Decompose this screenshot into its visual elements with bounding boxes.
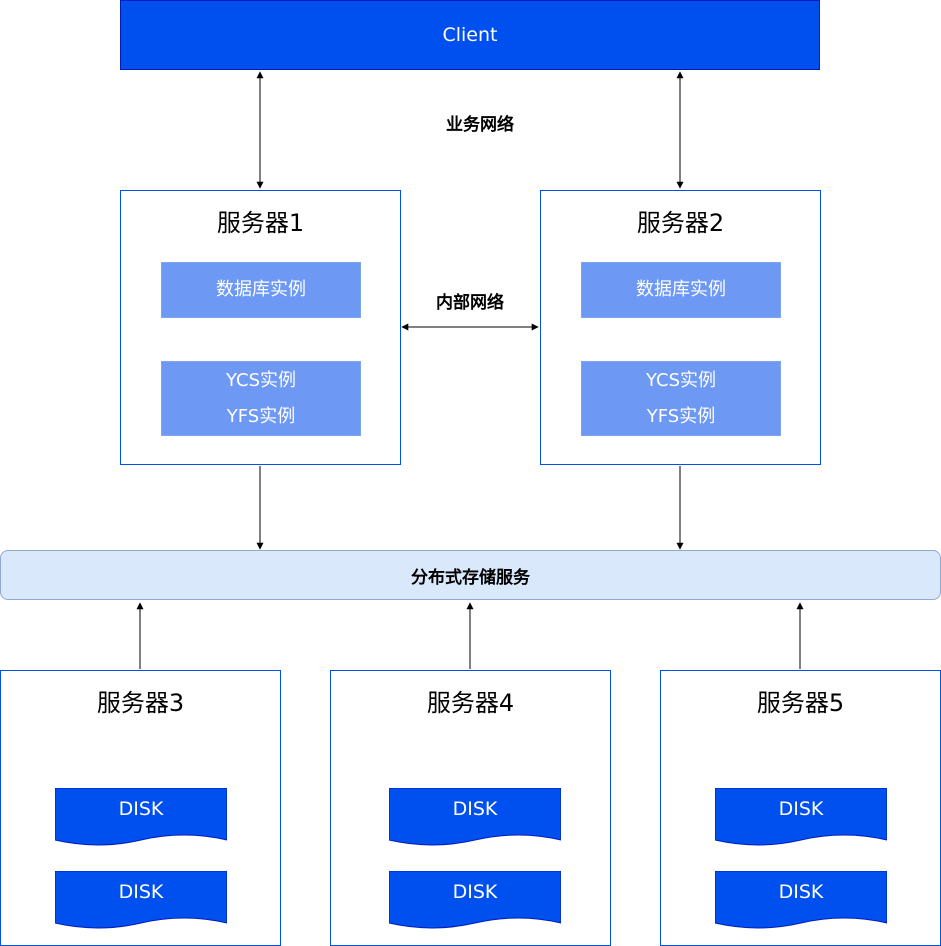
database-instance: 数据库实例 [581, 262, 781, 318]
disk: DISK [389, 871, 561, 933]
app-server-2: 服务器2 数据库实例 YCS实例 YFS实例 [540, 190, 821, 465]
server-title: 服务器4 [426, 689, 515, 717]
ycs-instance-label: YCS实例 [225, 369, 296, 391]
disk: DISK [55, 871, 227, 933]
business-network-label: 业务网络 [446, 115, 514, 135]
server-title: 服务器3 [96, 689, 185, 717]
storage-server-5: 服务器5 DISK DISK [660, 670, 941, 946]
disk: DISK [55, 788, 227, 850]
internal-network-label: 内部网络 [436, 293, 504, 313]
disk-label: DISK [118, 881, 164, 903]
disk-label: DISK [452, 798, 498, 820]
client-label: Client [442, 24, 498, 46]
disk-label: DISK [118, 798, 164, 820]
disk-label: DISK [452, 881, 498, 903]
server-title: 服务器1 [216, 209, 305, 237]
distributed-storage-service: 分布式存储服务 [0, 550, 941, 600]
ycs-yfs-instance: YCS实例 YFS实例 [161, 361, 361, 436]
ycs-yfs-instance: YCS实例 YFS实例 [581, 361, 781, 436]
ycs-instance-label: YCS实例 [645, 369, 716, 391]
disk-label: DISK [778, 881, 824, 903]
disk: DISK [389, 788, 561, 850]
client-node: Client [120, 0, 820, 70]
yfs-instance-label: YFS实例 [226, 405, 296, 427]
storage-server-3: 服务器3 DISK DISK [0, 670, 281, 946]
database-instance-label: 数据库实例 [216, 279, 306, 300]
app-server-1: 服务器1 数据库实例 YCS实例 YFS实例 [120, 190, 401, 465]
database-instance: 数据库实例 [161, 262, 361, 318]
server-title: 服务器2 [636, 209, 725, 237]
database-instance-label: 数据库实例 [636, 279, 726, 300]
disk: DISK [715, 788, 887, 850]
server-title: 服务器5 [756, 689, 845, 717]
disk: DISK [715, 871, 887, 933]
disk-label: DISK [778, 798, 824, 820]
storage-server-4: 服务器4 DISK DISK [330, 670, 611, 946]
yfs-instance-label: YFS实例 [646, 405, 716, 427]
storage-label: 分布式存储服务 [411, 567, 530, 588]
